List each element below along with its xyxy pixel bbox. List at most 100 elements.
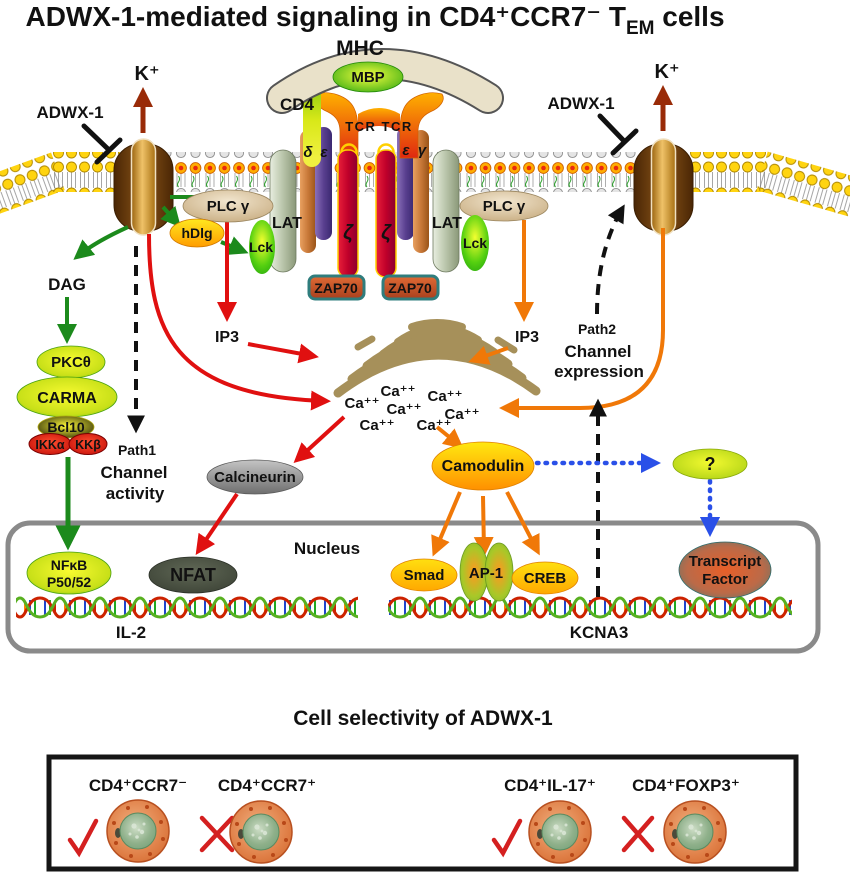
page-title: ADWX-1-mediated signaling in CD4⁺CCR7⁻ T…	[25, 1, 724, 39]
adwx1-left: ADWX-1	[36, 103, 123, 165]
ca-ion: Ca⁺⁺	[386, 401, 421, 418]
dna-helix-il2	[16, 594, 358, 621]
svg-text:P50/52: P50/52	[47, 574, 92, 590]
tcr-label: TCR TCR	[345, 119, 413, 134]
zeta-right-rod	[375, 149, 397, 278]
path1-label: Path1	[118, 442, 156, 458]
cell-type-4-label: CD4⁺FOXP3⁺	[632, 776, 740, 795]
dag-label: DAG	[48, 275, 86, 294]
mbp-label: MBP	[351, 69, 384, 86]
ca-ion: Ca⁺⁺	[444, 406, 479, 423]
cd3-delta-label: δ	[303, 144, 313, 161]
zeta-right-label: ζ	[381, 222, 392, 244]
smad: Smad	[390, 558, 458, 592]
svg-text:Factor: Factor	[702, 571, 748, 588]
svg-text:ZAP70: ZAP70	[388, 280, 432, 296]
ca-ion: Ca⁺⁺	[416, 417, 451, 434]
svg-text:PKCθ: PKCθ	[51, 354, 91, 371]
camodulin: Camodulin	[431, 441, 535, 491]
path2-label: Path2	[578, 321, 616, 337]
hdlg: hDlg	[169, 218, 225, 248]
selectivity-box	[46, 754, 799, 872]
cell-type-1: CD4⁺CCR7⁻	[67, 776, 187, 863]
ca-to-calcineurin-arrow	[293, 415, 346, 464]
k-label-left: K⁺	[135, 63, 160, 85]
cross-mark	[199, 815, 235, 853]
svg-text:hDlg: hDlg	[181, 225, 212, 241]
il17-cell	[528, 800, 592, 864]
check-mark	[491, 818, 523, 858]
plc-gamma-right: PLC γ	[459, 190, 549, 222]
channel-to-ca-arrow	[147, 233, 331, 411]
endoplasmic-reticulum	[333, 319, 541, 398]
path1-line3: activity	[106, 484, 165, 503]
k-channel-right	[633, 138, 694, 236]
ikk-alpha-label: IKKα	[35, 438, 65, 452]
hdlg-to-lck-arrow	[220, 236, 249, 255]
adwx1-right-line	[597, 113, 627, 144]
ikk-complex: IKKα KKβ	[28, 433, 108, 455]
svg-text:CARMA: CARMA	[37, 390, 97, 407]
adwx1-right-label: ADWX-1	[547, 94, 614, 113]
mhc-label: MHC	[336, 37, 384, 60]
svg-text:?: ?	[705, 454, 716, 474]
transcript-factor: Transcript Factor	[678, 541, 772, 599]
cell-type-2-label: CD4⁺CCR7⁺	[218, 776, 316, 795]
channel-to-dag-arrow	[73, 225, 129, 260]
creb: CREB	[511, 561, 579, 595]
k-channel-left	[113, 138, 174, 236]
dna-helix-kcna3	[388, 594, 792, 621]
zeta-left-rod	[337, 149, 359, 278]
ca-ion: Ca⁺⁺	[427, 388, 462, 405]
cell-type-2: CD4⁺CCR7⁺	[199, 776, 316, 864]
calcineurin-to-nfat-arrow	[195, 492, 239, 555]
tcm-cell	[229, 800, 293, 864]
lat-left-label: LAT	[272, 215, 302, 232]
svg-text:Smad: Smad	[404, 567, 445, 584]
tem-cell	[106, 799, 170, 863]
ca-ion: Ca⁺⁺	[344, 395, 379, 412]
pkc-theta: PKCθ	[36, 345, 106, 379]
carma: CARMA	[16, 376, 118, 418]
lck-right: Lck	[461, 215, 489, 271]
ikk-beta-label: KKβ	[75, 438, 101, 452]
cd3-epsilon-left-label: ε	[320, 144, 328, 161]
camodulin-to-ap1-arrow	[473, 495, 494, 557]
calcium-ions: Ca⁺⁺ Ca⁺⁺ Ca⁺⁺ Ca⁺⁺ Ca⁺⁺ Ca⁺⁺ Ca⁺⁺	[344, 383, 479, 434]
lat-right-rod	[432, 149, 460, 273]
cell-type-4: CD4⁺FOXP3⁺	[621, 776, 740, 864]
foxp3-cell	[663, 800, 727, 864]
adwx1-left-label: ADWX-1	[36, 103, 103, 122]
nfkb: NFκB P50/52	[26, 551, 112, 595]
adwx1-right-tbar	[610, 128, 639, 156]
path2-line2: Channel	[564, 342, 631, 361]
lck-left: Lck	[249, 220, 275, 274]
ca-ion: Ca⁺⁺	[380, 383, 415, 400]
cell-type-1-label: CD4⁺CCR7⁻	[89, 776, 187, 795]
path2-line3: expression	[554, 362, 644, 381]
mbp-ellipse	[332, 61, 404, 93]
k-label-right: K⁺	[655, 61, 680, 83]
gene-il2-label: IL-2	[116, 623, 146, 642]
zap70-left: ZAP70	[307, 274, 366, 301]
ca-ion: Ca⁺⁺	[359, 417, 394, 434]
zeta-left-label: ζ	[343, 222, 354, 244]
tcr-beta-chain	[399, 92, 444, 159]
svg-text:CREB: CREB	[524, 570, 567, 587]
zap70-right: ZAP70	[381, 274, 440, 301]
gene-kcna3-label: KCNA3	[570, 623, 629, 642]
svg-text:Lck: Lck	[249, 239, 273, 255]
nucleus-label: Nucleus	[294, 539, 360, 558]
svg-text:NFκB: NFκB	[51, 557, 88, 573]
calcineurin: Calcineurin	[206, 459, 304, 495]
svg-text:Calcineurin: Calcineurin	[214, 469, 296, 486]
cd3-gamma-label: γ	[418, 142, 428, 159]
nfat: NFAT	[148, 556, 238, 594]
svg-text:Camodulin: Camodulin	[442, 458, 525, 475]
camodulin-to-creb-arrow	[505, 491, 540, 556]
cd3-epsilon-right-label: ε	[402, 142, 410, 159]
ip3-left-to-er-arrow	[247, 342, 319, 364]
path2-to-channel-arrow	[595, 204, 625, 315]
